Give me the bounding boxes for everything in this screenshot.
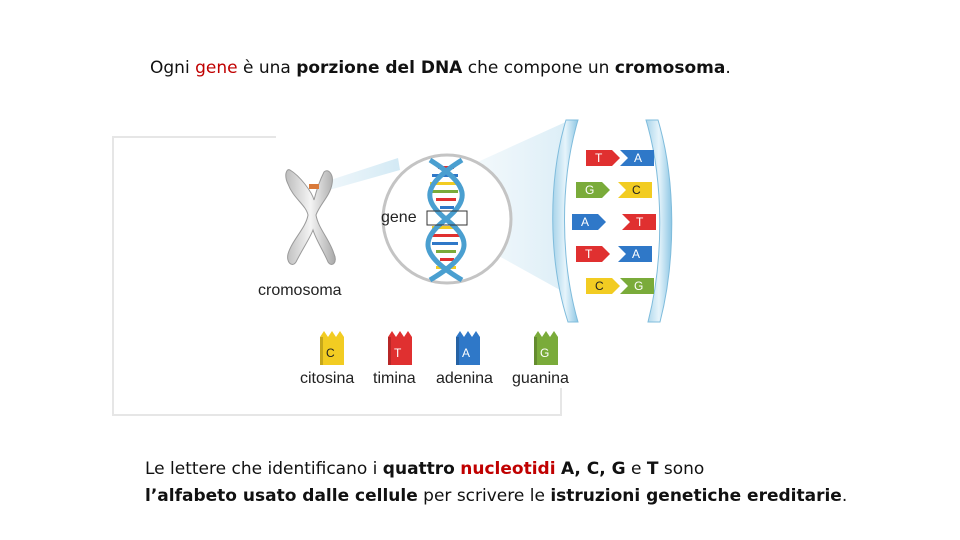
base-right [620,150,654,166]
bottom-caption-line-2: l’alfabeto usato dalle cellule per scriv… [145,483,847,510]
nucleotide-letter: G [540,346,549,360]
caption-gene-word: gene [195,58,238,78]
caption-nucleotidi: nucleotidi [460,459,556,479]
caption-letters: A, C, G [560,459,626,479]
caption-text: Ogni [150,58,196,78]
gene-label: gene [381,209,417,226]
bottom-caption-line-1: Le lettere che identificano i quattro nu… [145,456,847,483]
caption-porzione: porzione del DNA [296,58,463,78]
nucleotide-block [456,331,480,365]
caption-letter-t: T [646,459,659,479]
nucleotide-block [388,331,412,365]
base-right [622,214,656,230]
gene-bracket [426,210,468,226]
nucleotide-name: guanina [512,370,569,387]
caption-alfabeto: l’alfabeto usato dalle cellule [145,486,418,506]
base-right-letter: G [634,279,643,293]
gene-marker [309,184,319,189]
base-right [618,182,652,198]
caption-text: . [841,486,848,506]
base-left [576,182,610,198]
figure-frame [112,136,562,416]
caption-text: per scrivere le [417,486,551,506]
nucleotide-letter: C [326,346,335,360]
chromosome [285,169,336,265]
base-right [620,278,654,294]
caption-text: che compone un [462,58,615,78]
base-left-letter: C [595,279,604,293]
double-helix [425,157,468,283]
base-right-letter: A [634,151,642,165]
zoomed-strand-right [645,119,673,323]
base-right [618,246,652,262]
base-left [576,246,610,262]
base-left [572,214,606,230]
top-caption: Ogni gene è una porzione del DNA che com… [150,58,731,78]
nucleotide-block [534,331,558,365]
nucleotide-letter: A [462,346,470,360]
caption-text: è una [237,58,297,78]
base-left-letter: T [595,151,603,165]
caption-text: sono [658,459,705,479]
base-right-letter: T [636,215,644,229]
nucleotide-letter: T [394,346,402,360]
nucleotide-name: timina [373,370,416,387]
caption-text: Le lettere che identificano i [145,459,383,479]
base-left-letter: A [581,215,589,229]
caption-quattro: quattro [382,459,455,479]
caption-istruzioni: istruzioni genetiche ereditarie [550,486,842,506]
base-right-letter: A [632,247,640,261]
caption-text: . [725,58,731,78]
base-left-letter: T [585,247,593,261]
helix-strand-2 [427,157,467,283]
zoomed-strand-left [552,119,579,323]
base-left [586,150,620,166]
nucleotide-name: citosina [300,370,354,387]
caption-cromosoma: cromosoma [614,58,726,78]
cromosoma-label: cromosoma [258,282,342,299]
caption-text: e [625,459,647,479]
bottom-caption: Le lettere che identificano i quattro nu… [145,456,847,510]
nucleotide-name: adenina [436,370,493,387]
nucleotide-block [320,331,344,365]
zoom-beam-chromosome [312,158,400,192]
base-right-letter: C [632,183,641,197]
base-left-letter: G [585,183,594,197]
base-left [586,278,620,294]
